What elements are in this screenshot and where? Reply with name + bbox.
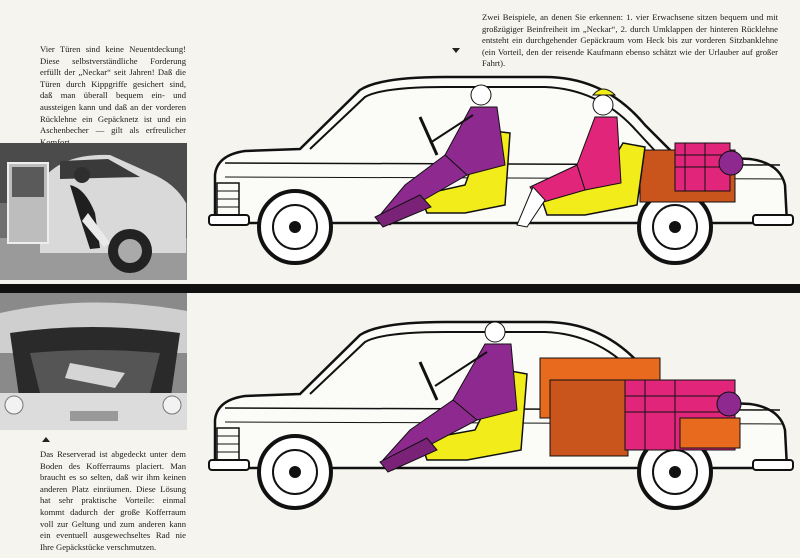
door-photo [0, 143, 187, 280]
pointer-down-icon [452, 48, 460, 53]
pointer-up-icon [42, 437, 50, 442]
spare-wheel-description-text: Das Reserverad ist abgedeckt unter dem B… [40, 449, 186, 552]
examples-description-text: Zwei Beispiele, an denen Sie erkennen: 1… [482, 12, 778, 69]
section-divider-band [0, 284, 800, 293]
door-description-text: Vier Türen sind keine Neuentdeckung! Die… [40, 44, 186, 147]
car-luggage-illustration [205, 300, 795, 528]
trunk-photo [0, 293, 187, 430]
car-four-passengers-illustration [205, 55, 795, 283]
